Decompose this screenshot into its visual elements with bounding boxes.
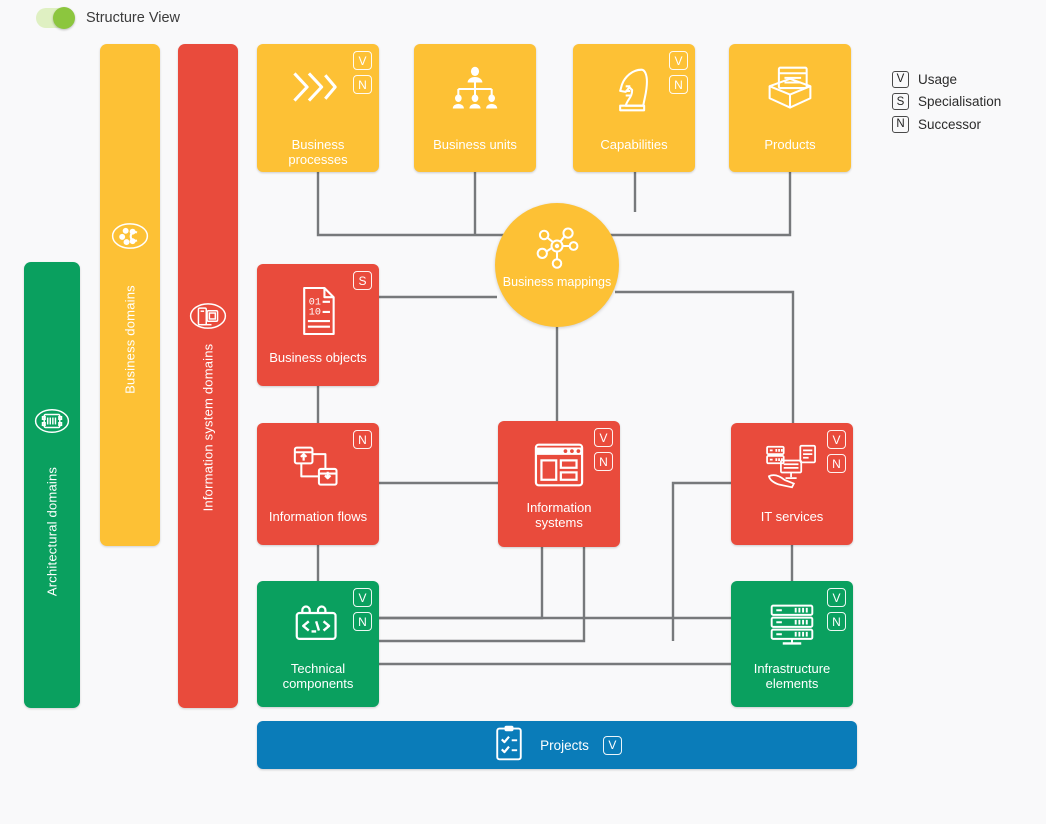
node-title-business-mappings: Business mappings xyxy=(502,275,612,289)
badge-n[interactable]: N xyxy=(353,430,372,449)
chip-icon xyxy=(33,402,71,445)
card-business-objects[interactable]: 01 10 Business objects S xyxy=(257,264,379,386)
card-business-units[interactable]: Business units xyxy=(414,44,536,172)
legend-key-s: S xyxy=(892,93,909,111)
chevrons-icon xyxy=(289,64,347,115)
badges-business-processes: V N xyxy=(353,51,372,94)
server-icon xyxy=(765,601,819,654)
badges-technical-components: V N xyxy=(353,588,372,631)
legend-item-usage: V Usage xyxy=(892,68,1001,91)
badge-v[interactable]: V xyxy=(353,51,372,70)
window-icon xyxy=(532,441,586,494)
band-business-domains[interactable]: Business domains xyxy=(100,44,160,546)
card-title-technical-components: Technical components xyxy=(282,661,354,691)
band-label-information-system-domains: Information system domains xyxy=(200,343,216,512)
badges-capabilities: V N xyxy=(669,51,688,94)
badge-v[interactable]: V xyxy=(669,51,688,70)
card-it-services[interactable]: IT services V N xyxy=(731,423,853,545)
legend-label-usage: Usage xyxy=(918,71,958,87)
card-title-capabilities: Capabilities xyxy=(600,137,668,152)
badge-v[interactable]: V xyxy=(827,430,846,449)
card-title-business-units: Business units xyxy=(433,137,517,152)
code-icon xyxy=(291,601,345,654)
clipboard-check-icon xyxy=(492,724,526,767)
card-title-information-flows: Information flows xyxy=(268,509,368,524)
badge-v[interactable]: V xyxy=(602,735,622,755)
card-title-infrastructure-elements: Infrastructure elements xyxy=(753,661,831,691)
flows-icon xyxy=(290,443,346,498)
card-information-flows[interactable]: Information flows N xyxy=(257,423,379,545)
badges-business-objects: S xyxy=(353,271,372,290)
bar-title-projects: Projects xyxy=(540,737,589,753)
badge-v[interactable]: V xyxy=(594,428,613,447)
legend-item-successor: N Successor xyxy=(892,113,1001,136)
structure-view-toggle-row: Structure View xyxy=(36,7,181,29)
legend-label-specialisation: Specialisation xyxy=(918,94,1002,110)
node-business-mappings[interactable]: Business mappings xyxy=(495,203,619,327)
band-label-business-domains: Business domains xyxy=(122,285,138,394)
cluster-icon xyxy=(110,216,150,261)
badge-n[interactable]: N xyxy=(353,75,372,94)
itservice-icon xyxy=(763,443,821,496)
card-capabilities[interactable]: Capabilities V N xyxy=(573,44,695,172)
card-title-business-objects: Business objects xyxy=(269,350,367,365)
band-architectural-domains[interactable]: Architectural domains xyxy=(24,262,80,708)
bar-projects[interactable]: Projects V xyxy=(257,721,857,769)
structure-view-label: Structure View xyxy=(86,10,181,26)
knight-icon xyxy=(610,64,658,121)
legend-label-successor: Successor xyxy=(918,116,982,132)
legend-key-n: N xyxy=(892,115,909,133)
badges-information-systems: V N xyxy=(594,428,613,471)
badge-n[interactable]: N xyxy=(827,454,846,473)
network-hub-icon xyxy=(533,223,581,274)
card-title-products: Products xyxy=(764,137,816,152)
card-infrastructure-elements[interactable]: Infrastructure elements V N xyxy=(731,581,853,707)
devices-icon xyxy=(188,296,228,341)
legend: V Usage S Specialisation N Successor xyxy=(892,68,1001,136)
badge-n[interactable]: N xyxy=(594,452,613,471)
legend-item-specialisation: S Specialisation xyxy=(892,91,1001,114)
badges-information-flows: N xyxy=(353,430,372,449)
card-products[interactable]: Products xyxy=(729,44,851,172)
badge-n[interactable]: N xyxy=(669,75,688,94)
svg-text:01: 01 xyxy=(309,298,321,309)
card-business-processes[interactable]: Business processes V N xyxy=(257,44,379,172)
card-title-business-processes: Business processes xyxy=(288,137,348,167)
band-label-architectural-domains: Architectural domains xyxy=(44,466,60,597)
document-icon: 01 10 xyxy=(295,284,341,343)
openbox-icon xyxy=(762,64,818,119)
card-title-it-services: IT services xyxy=(760,509,824,524)
card-information-systems[interactable]: Information systems V N xyxy=(498,421,620,547)
badge-s[interactable]: S xyxy=(353,271,372,290)
badge-n[interactable]: N xyxy=(353,612,372,631)
band-information-system-domains[interactable]: Information system domains xyxy=(178,44,238,708)
structure-view-toggle[interactable] xyxy=(36,7,75,29)
badge-n[interactable]: N xyxy=(827,612,846,631)
badges-infrastructure-elements: V N xyxy=(827,588,846,631)
card-technical-components[interactable]: Technical components V N xyxy=(257,581,379,707)
badge-v[interactable]: V xyxy=(827,588,846,607)
legend-key-v: V xyxy=(892,70,909,88)
badges-it-services: V N xyxy=(827,430,846,473)
card-title-information-systems: Information systems xyxy=(526,500,592,530)
orgchart-icon xyxy=(447,64,503,119)
badge-v[interactable]: V xyxy=(353,588,372,607)
toggle-knob xyxy=(53,7,75,29)
svg-text:10: 10 xyxy=(309,308,321,319)
